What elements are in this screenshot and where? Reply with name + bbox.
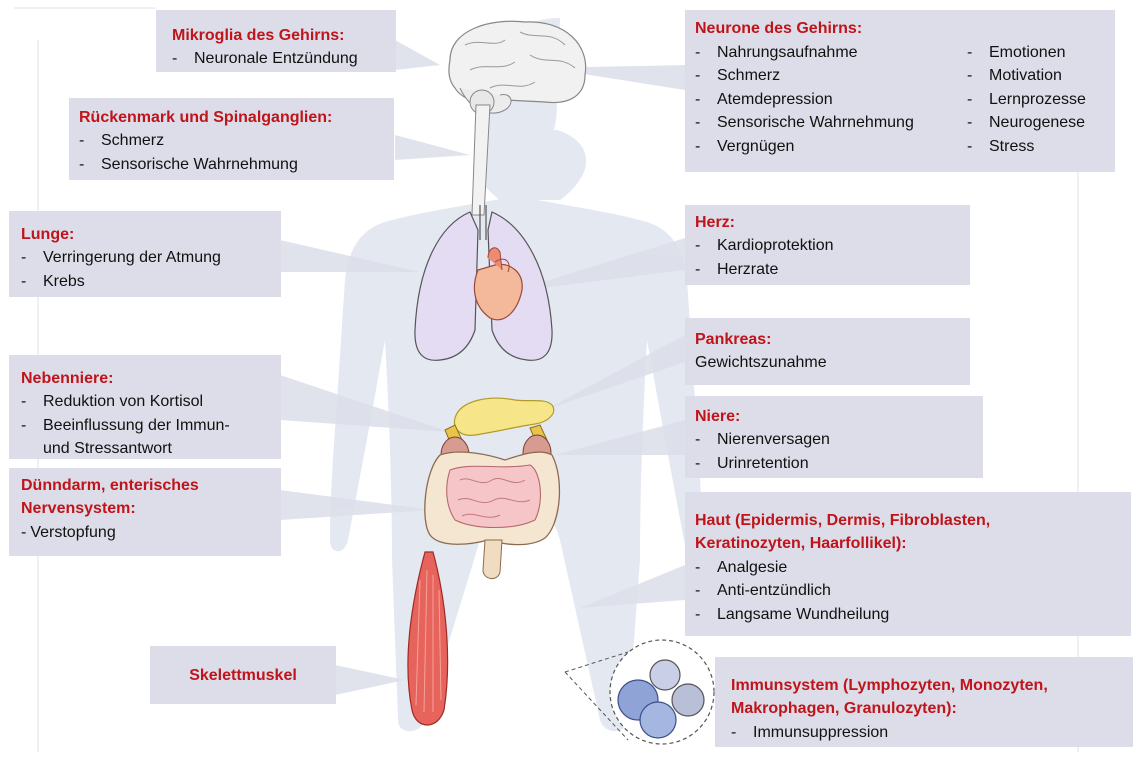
item-duenndarm-1: -Verstopfung: [21, 521, 281, 544]
title-duenndarm-line2: Nervensystem:: [21, 497, 281, 520]
title-immun-line1: Immunsystem (Lymphozyten, Monozyten,: [731, 674, 1133, 697]
spinal-cord: [472, 105, 490, 215]
item-herz-1: -Kardioprotektion: [695, 234, 970, 257]
neck-fill: [474, 130, 586, 200]
item-neurone-c2-5: -Stress: [967, 135, 1086, 158]
item-nebenniere-2: -Beeinflussung der Immun-: [21, 414, 281, 437]
item-rueckenmark-1: -Schmerz: [79, 129, 394, 152]
title-haut-line2: Keratinozyten, Haarfollikel):: [695, 532, 1131, 555]
title-niere: Niere:: [695, 405, 983, 428]
text-pankreas: Gewichtszunahme: [695, 351, 970, 374]
box-niere: Niere: -Nierenversagen -Urinretention: [685, 396, 983, 478]
title-skelettmuskel: Skelettmuskel: [150, 664, 336, 687]
immune-cell-2: [640, 702, 676, 738]
item-nebenniere-2-continuation: und Stressantwort: [21, 437, 281, 460]
item-neurone-c2-3: -Lernprozesse: [967, 88, 1086, 111]
item-haut-1: -Analgesie: [695, 556, 1131, 579]
box-immunsystem: Immunsystem (Lymphozyten, Monozyten, Mak…: [715, 657, 1133, 747]
item-haut-3: -Langsame Wundheilung: [695, 603, 1131, 626]
box-skelettmuskel: Skelettmuskel: [150, 646, 336, 704]
box-pankreas: Pankreas: Gewichtszunahme: [685, 318, 970, 385]
title-herz: Herz:: [695, 211, 970, 234]
item-neurone-c1-1: -Nahrungsaufnahme: [695, 41, 914, 64]
item-neurone-c2-2: -Motivation: [967, 64, 1086, 87]
item-niere-1: -Nierenversagen: [695, 428, 983, 451]
item-nebenniere-1: -Reduktion von Kortisol: [21, 390, 281, 413]
title-nebenniere: Nebenniere:: [21, 367, 281, 390]
item-niere-2: -Urinretention: [695, 452, 983, 475]
item-lunge-1: -Verringerung der Atmung: [21, 246, 281, 269]
box-neurone: Neurone des Gehirns: -Nahrungsaufnahme -…: [685, 10, 1115, 172]
title-mikroglia: Mikroglia des Gehirns:: [172, 24, 396, 47]
item-mikroglia-1: -Neuronale Entzündung: [172, 47, 396, 70]
immune-cell-3: [650, 660, 680, 690]
box-haut: Haut (Epidermis, Dermis, Fibroblasten, K…: [685, 492, 1131, 636]
title-neurone: Neurone des Gehirns:: [695, 17, 1115, 40]
title-lunge: Lunge:: [21, 223, 281, 246]
box-lunge: Lunge: -Verringerung der Atmung -Krebs: [9, 211, 281, 297]
title-pankreas: Pankreas:: [695, 328, 970, 351]
box-nebenniere: Nebenniere: -Reduktion von Kortisol -Bee…: [9, 355, 281, 459]
box-rueckenmark: Rückenmark und Spinalganglien: -Schmerz …: [69, 98, 394, 180]
brain-illustration: [449, 21, 586, 114]
box-mikroglia: Mikroglia des Gehirns: -Neuronale Entzün…: [156, 10, 396, 72]
item-neurone-c2-4: -Neurogenese: [967, 111, 1086, 134]
neurone-column-1: -Nahrungsaufnahme -Schmerz -Atemdepressi…: [695, 41, 914, 158]
item-neurone-c2-1: -Emotionen: [967, 41, 1086, 64]
title-immun-line2: Makrophagen, Granulozyten):: [731, 697, 1133, 720]
wedge-mikroglia: [395, 40, 440, 70]
immune-cell-4: [672, 684, 704, 716]
box-duenndarm: Dünndarm, enterisches Nervensystem: -Ver…: [9, 468, 281, 556]
item-neurone-c1-4: -Sensorische Wahrnehmung: [695, 111, 914, 134]
item-haut-2: -Anti-entzündlich: [695, 579, 1131, 602]
title-duenndarm-line1: Dünndarm, enterisches: [21, 474, 281, 497]
box-herz: Herz: -Kardioprotektion -Herzrate: [685, 205, 970, 285]
item-rueckenmark-2: -Sensorische Wahrnehmung: [79, 153, 394, 176]
item-immun-1: -Immunsuppression: [731, 721, 1133, 744]
wedge-rueckenmark: [395, 135, 470, 160]
item-lunge-2: -Krebs: [21, 270, 281, 293]
item-neurone-c1-5: -Vergnügen: [695, 135, 914, 158]
item-neurone-c1-2: -Schmerz: [695, 64, 914, 87]
wedge-muskel: [335, 665, 405, 695]
title-haut-line1: Haut (Epidermis, Dermis, Fibroblasten,: [695, 509, 1131, 532]
item-neurone-c1-3: -Atemdepression: [695, 88, 914, 111]
neurone-column-2: -Emotionen -Motivation -Lernprozesse -Ne…: [967, 41, 1086, 158]
item-herz-2: -Herzrate: [695, 258, 970, 281]
title-rueckenmark: Rückenmark und Spinalganglien:: [79, 106, 394, 129]
